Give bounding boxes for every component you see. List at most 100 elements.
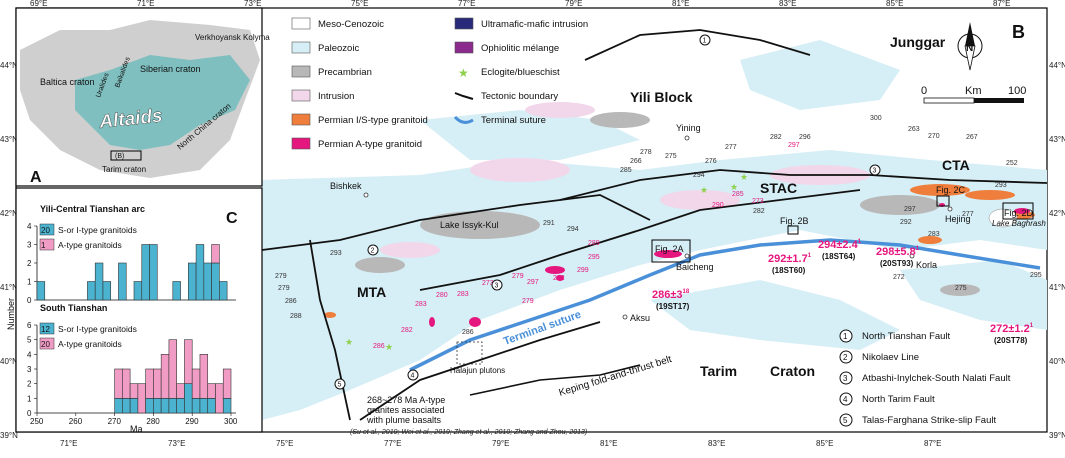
histogram-bar xyxy=(188,262,197,301)
histogram-bar xyxy=(153,398,162,414)
svg-text:2: 2 xyxy=(843,353,848,362)
svg-text:272: 272 xyxy=(893,274,905,281)
svg-text:283: 283 xyxy=(415,301,427,308)
note-line-2: granites associated xyxy=(367,405,445,415)
fig-2b-box[interactable] xyxy=(787,225,799,235)
place-issyk-kul: Lake Issyk-Kul xyxy=(440,220,499,230)
histogram-bar xyxy=(191,398,201,414)
svg-text:20: 20 xyxy=(41,340,50,349)
svg-text:Siberian craton: Siberian craton xyxy=(140,64,201,74)
north-arrow: N xyxy=(957,22,983,71)
svg-text:282: 282 xyxy=(753,208,765,215)
x-tick-label: 290 xyxy=(185,417,199,426)
svg-text:4: 4 xyxy=(411,373,415,380)
svg-text:272±1.21: 272±1.21 xyxy=(990,323,1034,335)
inset-a: A Baltica craton Siberian craton Verkhoy… xyxy=(15,7,270,187)
y-tick-label: 0 xyxy=(27,409,32,418)
svg-text:292: 292 xyxy=(553,275,565,282)
left-lat-tick: 39°N xyxy=(0,431,18,440)
fig-2c-box[interactable] xyxy=(936,195,950,207)
left-lat-tick: 44°N xyxy=(0,61,18,70)
label-tarim: Tarim xyxy=(700,363,737,379)
histogram-bar xyxy=(215,383,224,414)
histogram-bar xyxy=(160,354,170,399)
svg-text:292: 292 xyxy=(900,219,912,226)
histogram-title: South Tianshan xyxy=(40,303,107,313)
permian-is-granitoid-patches xyxy=(324,184,1035,318)
legend-item: Ophiolitic mélange xyxy=(454,41,559,54)
legend-item: Ultramafic-mafic intrusion xyxy=(454,17,588,30)
bottom-lon-tick: 87°E xyxy=(924,439,941,448)
svg-text:★: ★ xyxy=(700,185,708,195)
svg-text:★: ★ xyxy=(385,342,393,352)
svg-text:2: 2 xyxy=(371,248,375,255)
svg-text:★: ★ xyxy=(345,337,353,347)
fig-2d-box[interactable] xyxy=(1002,202,1034,220)
label-cta: CTA xyxy=(942,157,970,173)
svg-text:273: 273 xyxy=(482,280,494,287)
fig-2a-box[interactable] xyxy=(651,239,691,263)
svg-text:289: 289 xyxy=(588,240,600,247)
fig-2b-label: Fig. 2B xyxy=(780,216,809,226)
legend-label: Permian A-type granitoid xyxy=(318,139,422,150)
svg-text:293: 293 xyxy=(995,182,1007,189)
histogram-bar xyxy=(94,262,104,301)
place-lake-baghrash: Lake Baghrash xyxy=(992,219,1046,228)
legend-label: Terminal suture xyxy=(481,115,546,126)
sample-label: 292±1.71(18ST60) xyxy=(768,253,812,275)
svg-text:20: 20 xyxy=(41,226,50,235)
right-lat-tick: 41°N xyxy=(1049,283,1065,292)
histogram-bar xyxy=(207,398,216,414)
fault-circles: 1 2 3 3 4 5 xyxy=(334,34,881,390)
fig-2c-label: Fig. 2C xyxy=(936,185,966,195)
histogram-bar xyxy=(36,281,46,301)
top-lon-tick: 87°E xyxy=(993,0,1010,8)
star-icon: ★ xyxy=(458,66,469,80)
legend-label: Tectonic boundary xyxy=(481,91,558,102)
svg-text:(20ST78): (20ST78) xyxy=(994,336,1028,345)
histogram-bar xyxy=(129,398,139,414)
legend-item: Permian A-type granitoid xyxy=(291,137,422,150)
left-latitude-ticks: 44°N43°N42°N41°N40°N39°N xyxy=(0,61,18,440)
svg-text:263: 263 xyxy=(908,126,920,133)
histogram-bar xyxy=(195,244,205,301)
histogram-bar xyxy=(222,368,232,399)
histogram-bar xyxy=(114,368,123,399)
precambrian-patches xyxy=(355,112,980,296)
top-lon-tick: 71°E xyxy=(137,0,154,8)
bottom-lon-tick: 79°E xyxy=(492,439,509,448)
bottom-lon-tick: 71°E xyxy=(60,439,77,448)
y-tick-label: 4 xyxy=(27,350,32,359)
svg-text:Talas-Farghana Strike-slip Fau: Talas-Farghana Strike-slip Fault xyxy=(862,415,996,426)
bottom-lon-tick: 77°E xyxy=(384,439,401,448)
y-tick-label: 5 xyxy=(27,336,32,345)
histogram-bar xyxy=(122,398,131,414)
y-axis-label: Number xyxy=(6,298,16,330)
lake-issyk-kul-shape xyxy=(420,211,540,239)
sample-label: 286±318(19ST17) xyxy=(652,289,690,311)
histogram-bar xyxy=(149,244,158,301)
x-axis-label: Ma xyxy=(130,424,143,434)
histogram-bar xyxy=(145,368,154,399)
halajun-box xyxy=(456,341,483,365)
boundary-swatch xyxy=(454,92,474,100)
legend-label: Ultramafic-mafic intrusion xyxy=(481,19,588,30)
svg-text:A: A xyxy=(30,169,42,186)
right-lat-tick: 44°N xyxy=(1049,61,1065,70)
svg-text:286: 286 xyxy=(462,329,474,336)
svg-text:297: 297 xyxy=(904,206,916,213)
histogram-bar xyxy=(184,383,193,414)
x-tick-label: 260 xyxy=(69,417,83,426)
svg-text:285: 285 xyxy=(732,191,744,198)
svg-text:1: 1 xyxy=(41,241,46,250)
legend-label: Meso-Cenozoic xyxy=(318,19,384,30)
svg-text:Tarim craton: Tarim craton xyxy=(102,165,146,174)
svg-text:★: ★ xyxy=(730,182,738,192)
svg-text:297: 297 xyxy=(788,142,800,149)
